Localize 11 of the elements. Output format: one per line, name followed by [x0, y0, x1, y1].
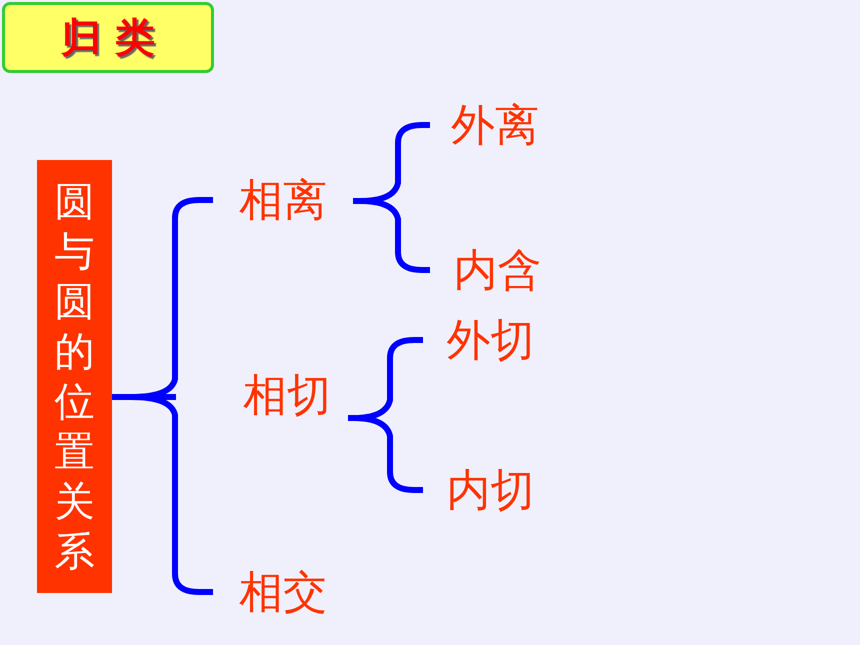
heading-box — [2, 2, 214, 73]
category-label: 外离 — [451, 98, 539, 152]
topic-box — [37, 160, 112, 593]
category-label: 相离 — [239, 174, 327, 228]
category-label: 内含 — [454, 244, 542, 298]
topic-text: 圆与圆的位置关系 — [54, 178, 94, 576]
category-label: 外切 — [446, 314, 534, 368]
category-label: 相切 — [243, 368, 331, 422]
category-label: 相交 — [239, 566, 327, 620]
category-label: 内切 — [446, 464, 534, 518]
heading-text: 归 类 — [61, 13, 155, 63]
